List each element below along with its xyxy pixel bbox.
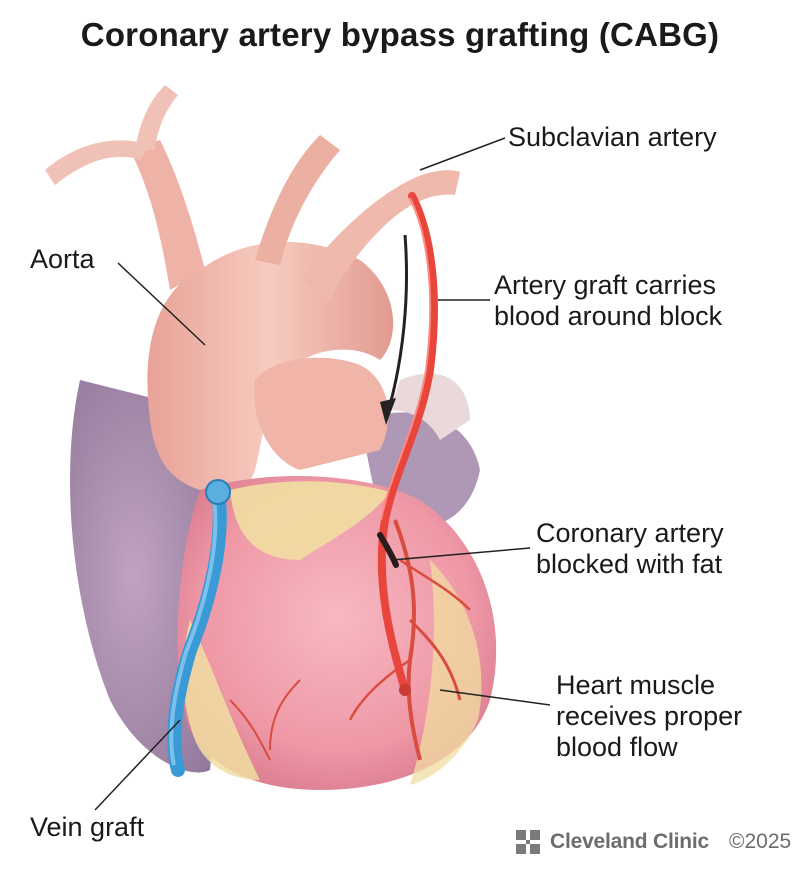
leader-muscle (439, 689, 551, 706)
leader-subclavian (419, 137, 506, 171)
label-muscle-line3: blood flow (556, 732, 678, 762)
left-branch (45, 140, 150, 185)
cleveland-clinic-logo-icon (516, 830, 540, 854)
coronary-branch (399, 558, 471, 611)
blocked-segment (377, 532, 399, 568)
brand-name: Cleveland Clinic (550, 830, 710, 853)
label-muscle-line2: receives proper (556, 701, 743, 731)
label-artery-graft-line2: blood around block (494, 301, 723, 331)
brachiocephalic-artery (130, 140, 205, 290)
artery-graft (377, 192, 438, 694)
label-coronary-line1: Coronary artery (536, 518, 724, 548)
label-vein-graft: Vein graft (30, 812, 145, 842)
label-coronary-line2: blocked with fat (536, 549, 723, 579)
subclavian-artery (300, 170, 460, 300)
label-coronary-artery: Coronary artery blocked with fat (536, 518, 724, 580)
carotid-artery (255, 135, 340, 265)
top-branch (135, 85, 178, 150)
copyright: ©2025 (729, 830, 792, 853)
heart-muscle (177, 476, 497, 790)
fat-layer (230, 481, 390, 560)
label-subclavian-artery: Subclavian artery (508, 122, 717, 152)
label-aorta: Aorta (30, 244, 95, 274)
vein-graft (167, 485, 227, 777)
coronary-branch (229, 699, 271, 761)
fat-layer-right (410, 560, 482, 785)
artery-graft-highlight (380, 197, 432, 521)
coronary-branch (269, 679, 301, 751)
ascending-aorta (254, 357, 389, 470)
leader-vein (94, 719, 181, 811)
vein-graft-anastomosis (205, 479, 231, 505)
label-muscle-line1: Heart muscle (556, 670, 716, 700)
coronary-branch (408, 618, 462, 701)
vein-graft-highlight (169, 499, 218, 766)
leader-aorta (117, 262, 206, 346)
label-artery-graft-line1: Artery graft carries (494, 270, 717, 300)
coronary-artery (393, 519, 422, 761)
label-artery-graft: Artery graft carries blood around block (494, 270, 722, 332)
artery-graft-anastomosis (399, 684, 411, 696)
page-title: Coronary artery bypass grafting (CABG) (80, 16, 720, 53)
leader-coronary (391, 547, 531, 561)
pulmonary-branch (390, 373, 470, 440)
flow-arrowhead (380, 398, 396, 425)
label-heart-muscle: Heart muscle receives proper blood flow (556, 670, 742, 763)
brand-footer: Cleveland Clinic ©2025 (514, 826, 791, 858)
fat-layer-lower (183, 620, 260, 780)
aorta (147, 241, 394, 490)
flow-arrow (388, 234, 409, 406)
